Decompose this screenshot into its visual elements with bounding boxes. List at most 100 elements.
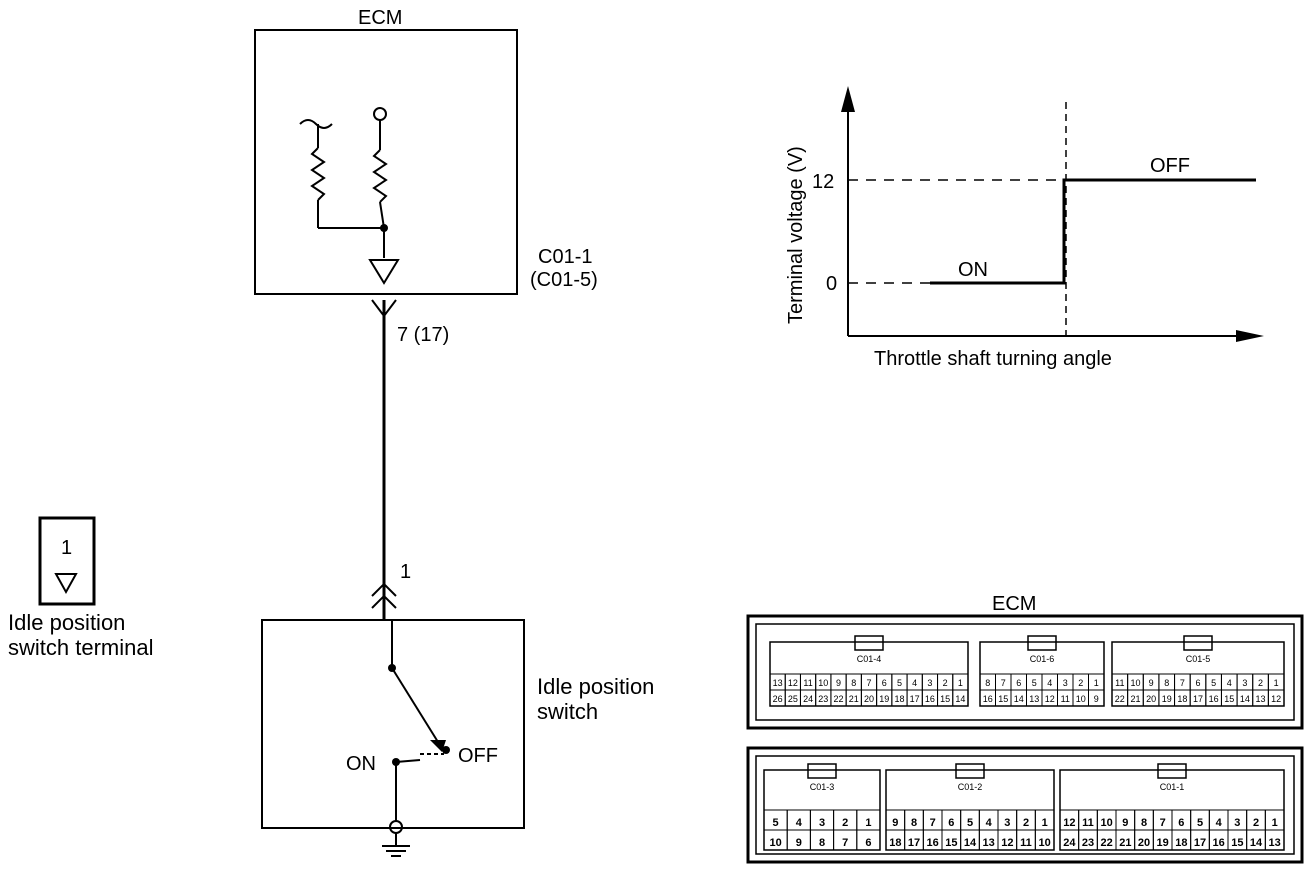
pin-number: 8 xyxy=(1141,817,1147,829)
pin-number: 12 xyxy=(1063,817,1075,829)
connector-latch-icon xyxy=(1027,635,1057,651)
pin-number: 18 xyxy=(894,694,904,704)
pin-number: 17 xyxy=(908,837,920,849)
pin-number: 9 xyxy=(836,678,841,688)
pin-number: 20 xyxy=(1138,837,1150,849)
terminal-box-number: 1 xyxy=(61,537,72,559)
pin-number: 17 xyxy=(1194,837,1206,849)
pin-number: 22 xyxy=(1101,837,1113,849)
switch-name-line2: switch xyxy=(537,699,598,724)
pin-number: 8 xyxy=(819,837,825,849)
pin-number: 10 xyxy=(1039,837,1051,849)
supply-terminal-icon xyxy=(373,107,387,121)
pin-number: 8 xyxy=(911,817,917,829)
pin-cell xyxy=(1264,829,1285,851)
pin-number: 26 xyxy=(773,694,783,704)
switch-name-line1: Idle position xyxy=(537,674,654,699)
wave-symbol xyxy=(299,119,333,129)
pin-number: 23 xyxy=(818,694,828,704)
pin-number: 9 xyxy=(1149,678,1154,688)
pin-number: 2 xyxy=(1258,678,1263,688)
pin-number: 6 xyxy=(1195,678,1200,688)
pin-number: 1 xyxy=(1094,678,1099,688)
pin-number: 11 xyxy=(1020,837,1032,849)
pin-number: 1 xyxy=(1272,817,1278,829)
pin-number: 22 xyxy=(1115,694,1125,704)
pin-number: 4 xyxy=(1227,678,1232,688)
pin-number: 14 xyxy=(1250,837,1263,849)
connector-chevron-icon xyxy=(371,582,397,597)
pin-number: 4 xyxy=(1047,678,1052,688)
pin-number: 22 xyxy=(834,694,844,704)
pin-number: 8 xyxy=(1164,678,1169,688)
pin-number: 7 xyxy=(1160,817,1166,829)
pin-number: 2 xyxy=(1023,817,1029,829)
pin-number: 6 xyxy=(948,817,954,829)
voltage-trace xyxy=(930,178,1256,285)
x-axis-arrow-icon xyxy=(1236,330,1264,342)
pin-number: 13 xyxy=(1269,837,1281,849)
pin-number: 21 xyxy=(849,694,859,704)
pin-number: 20 xyxy=(1146,694,1156,704)
connector-latch-icon xyxy=(955,763,985,779)
pin-number: 13 xyxy=(1029,694,1039,704)
pin-number: 16 xyxy=(927,837,939,849)
pin-number: 10 xyxy=(1076,694,1086,704)
pin-number: 9 xyxy=(1094,694,1099,704)
pin-number: 5 xyxy=(967,817,973,829)
connector-latch-icon xyxy=(1157,763,1187,779)
pin-number: 7 xyxy=(930,817,936,829)
pin-number: 14 xyxy=(955,694,965,704)
pin-number: 2 xyxy=(1078,678,1083,688)
pin-number: 7 xyxy=(1001,678,1006,688)
pin-number: 1 xyxy=(1042,817,1048,829)
pin-number: 8 xyxy=(985,678,990,688)
pin-number: 10 xyxy=(818,678,828,688)
switch-arrow-icon xyxy=(430,740,446,752)
pin-number: 15 xyxy=(1224,694,1234,704)
pin-number: 13 xyxy=(1256,694,1266,704)
pin-number: 16 xyxy=(1209,694,1219,704)
pin-number: 12 xyxy=(1001,837,1013,849)
pin-cell xyxy=(1267,689,1285,707)
pin-number: 19 xyxy=(1157,837,1169,849)
harness-outline-bottom xyxy=(746,746,1304,864)
connector-label-main: C01-1 xyxy=(538,246,592,268)
connector-latch-icon xyxy=(854,635,884,651)
pin-number: 3 xyxy=(1242,678,1247,688)
pin-number: 11 xyxy=(803,678,812,688)
pin-number: 5 xyxy=(1197,817,1203,829)
pin-number: 3 xyxy=(1004,817,1010,829)
pin-number: 5 xyxy=(773,817,779,829)
pin-number: 1 xyxy=(865,817,871,829)
pin-number: 16 xyxy=(925,694,935,704)
pin-number: 6 xyxy=(1178,817,1184,829)
connector-name: C01-3 xyxy=(810,782,835,792)
switch-lever xyxy=(391,667,439,743)
pin-number: 12 xyxy=(1271,694,1281,704)
pin-number: 7 xyxy=(1180,678,1185,688)
pin-number: 16 xyxy=(983,694,993,704)
pin-number: 13 xyxy=(983,837,995,849)
pin-number: 3 xyxy=(927,678,932,688)
pin-number: 17 xyxy=(910,694,920,704)
pin-number: 24 xyxy=(1063,837,1076,849)
harness-outline-top xyxy=(746,614,1304,730)
resistor-left xyxy=(310,147,326,201)
pin-number: 1 xyxy=(958,678,963,688)
resistor-right xyxy=(372,149,388,203)
pin-number: 2 xyxy=(1253,817,1259,829)
pin-number: 21 xyxy=(1130,694,1140,704)
graph-xlabel: Throttle shaft turning angle xyxy=(874,348,1112,370)
connector-name: C01-4 xyxy=(857,654,882,664)
pin-number: 6 xyxy=(1016,678,1021,688)
pin-cell xyxy=(1034,829,1055,851)
pin-number: 6 xyxy=(865,837,871,849)
pin-number: 6 xyxy=(882,678,887,688)
